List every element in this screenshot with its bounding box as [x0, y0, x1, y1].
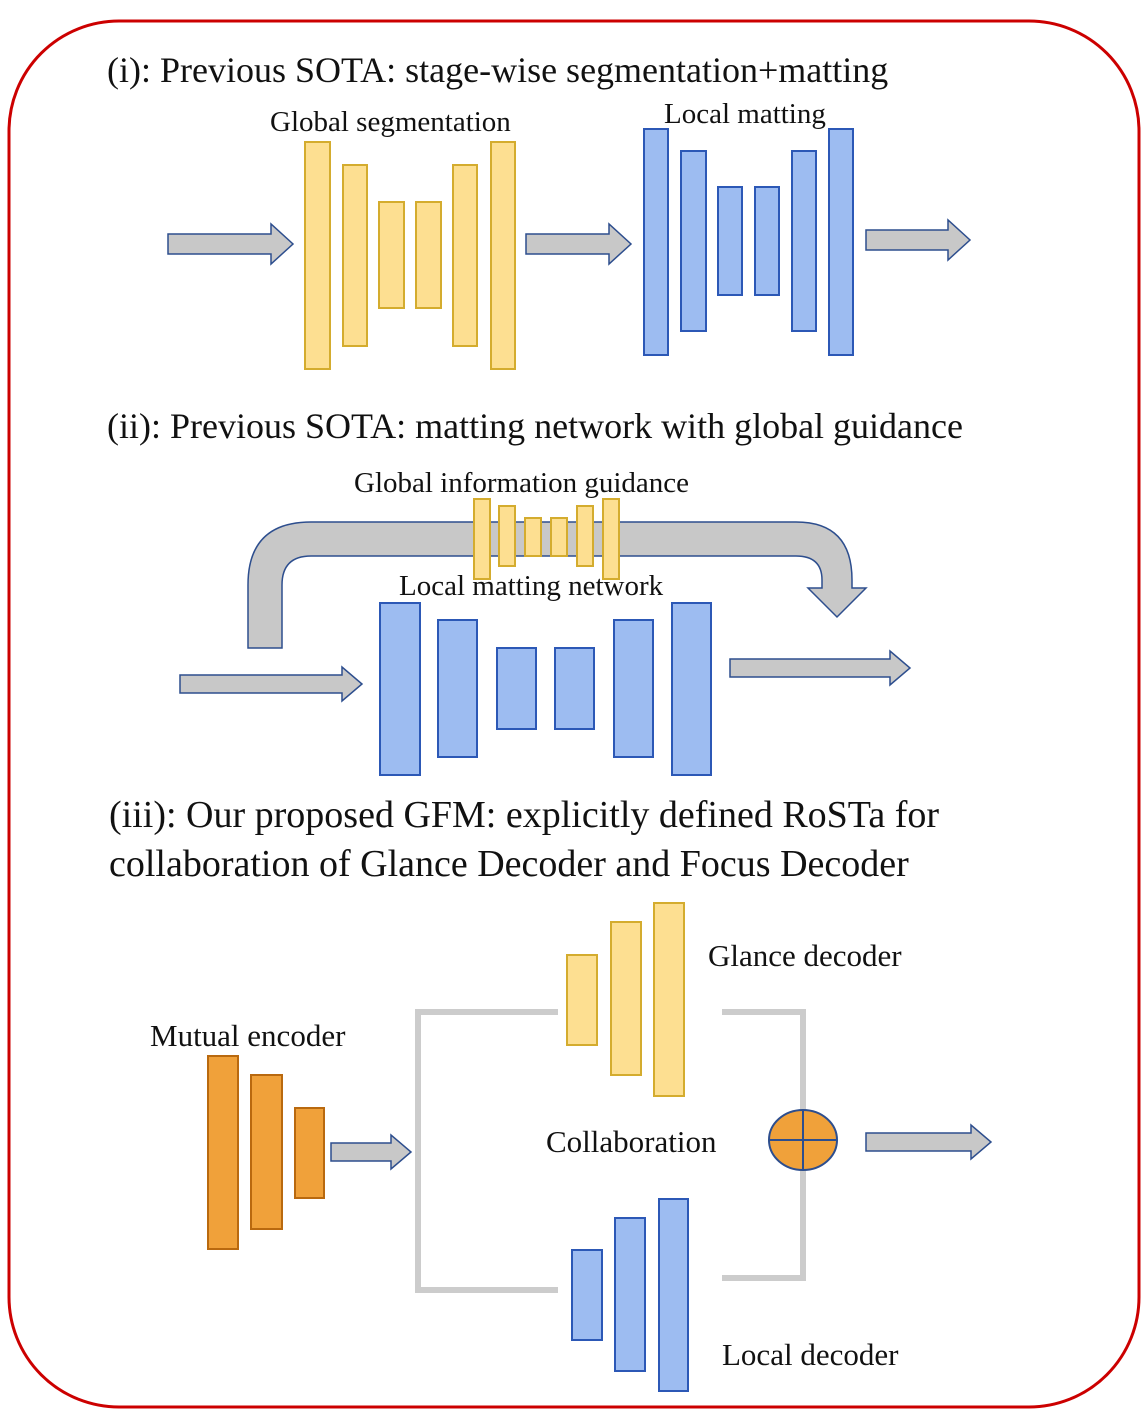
glance-decoder-label: Glance decoder [708, 938, 902, 973]
section1-heading: (i): Previous SOTA: stage-wise segmentat… [107, 50, 888, 90]
guidance-block [524, 517, 542, 557]
local-decoder-label: Local decoder [722, 1337, 899, 1372]
segmentation-block [415, 201, 442, 309]
segmentation-block [378, 201, 405, 309]
output-arrow [865, 1123, 993, 1161]
collaboration-plus-icon [768, 1109, 838, 1171]
segmentation-network [304, 141, 516, 370]
encoder-block [207, 1055, 239, 1250]
input-arrow [167, 222, 295, 266]
outer-border [7, 19, 1141, 1409]
guidance-block [498, 505, 516, 567]
matting-block [680, 150, 707, 332]
matting-block [496, 647, 537, 730]
mutual-encoder-label: Mutual encoder [150, 1018, 346, 1053]
output-arrow [729, 649, 912, 687]
guidance-block [550, 517, 568, 557]
glance-decoder [566, 902, 685, 1097]
segmentation-block [342, 164, 368, 347]
section3-heading-line2: collaboration of Glance Decoder and Focu… [109, 843, 909, 885]
matting-block [554, 647, 595, 730]
local-block [614, 1217, 646, 1372]
matting-block [754, 186, 780, 296]
matting-block [437, 619, 478, 758]
segmentation-block [304, 141, 331, 370]
output-arrow [865, 218, 972, 262]
global-guidance-network [473, 498, 620, 580]
encoder-block [294, 1107, 325, 1199]
matting-network [643, 128, 854, 356]
local-decoder [571, 1198, 689, 1392]
global-segmentation-label: Global segmentation [270, 106, 511, 138]
local-matting-network [379, 602, 712, 776]
mutual-encoder [207, 1055, 325, 1250]
matting-block [379, 602, 421, 776]
encoder-block [250, 1074, 283, 1230]
glance-block [566, 954, 598, 1046]
segmentation-block [452, 164, 478, 347]
global-guidance-label: Global information guidance [354, 467, 689, 499]
segmentation-block [490, 141, 516, 370]
section3-arrows [330, 1123, 993, 1171]
collaboration-label: Collaboration [546, 1124, 717, 1159]
middle-arrow [525, 222, 633, 266]
matting-block [717, 186, 743, 296]
input-arrow [179, 665, 364, 703]
matting-block [643, 128, 669, 356]
glance-block [653, 902, 685, 1097]
section1-arrows [167, 218, 972, 266]
glance-branch-path [415, 1009, 558, 1293]
glance-block [610, 921, 642, 1076]
local-matting-network-label: Local matting network [399, 570, 664, 602]
local-block [571, 1249, 603, 1341]
guidance-block [576, 505, 594, 567]
section2-arrows [179, 649, 912, 703]
matting-block [791, 150, 817, 332]
local-matting-label: Local matting [664, 98, 826, 130]
guidance-curved-arrow [247, 521, 868, 649]
local-block [658, 1198, 689, 1392]
guidance-block [602, 498, 620, 580]
section3-heading-line1: (iii): Our proposed GFM: explicitly defi… [109, 794, 939, 836]
matting-block [613, 619, 654, 758]
matting-block [671, 602, 712, 776]
section2-heading: (ii): Previous SOTA: matting network wit… [107, 406, 963, 446]
guidance-block [473, 498, 491, 580]
matting-block [828, 128, 854, 356]
encoder-arrow [330, 1133, 413, 1171]
